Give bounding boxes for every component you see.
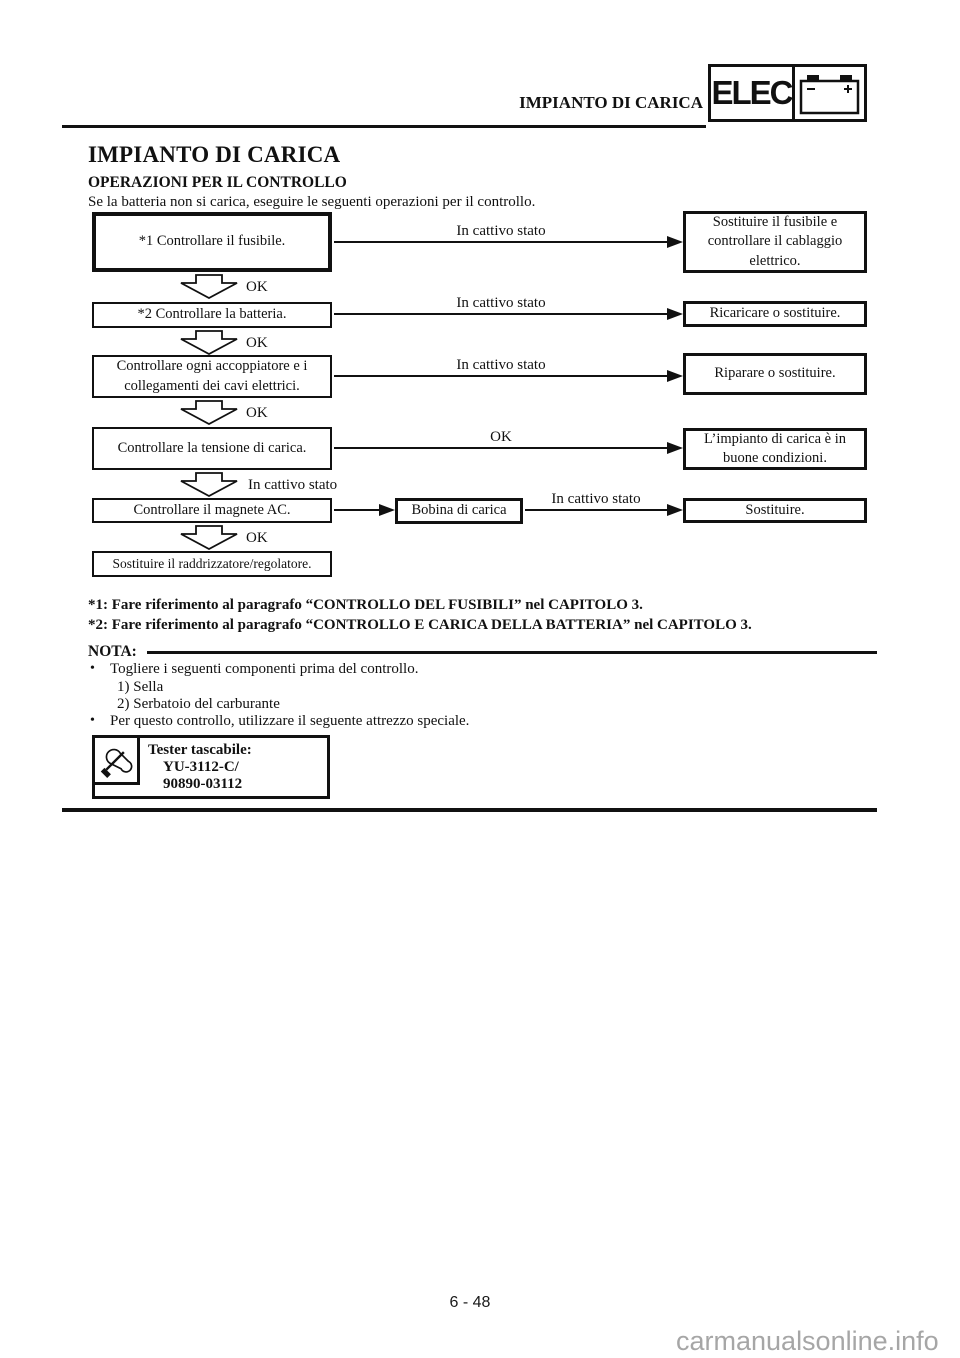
arrow-label-ok: OK xyxy=(246,405,268,421)
footnote-2: *2: Fare riferimento al paragrafo “CONTR… xyxy=(88,617,752,633)
connector-label-bad: In cattivo stato xyxy=(456,295,546,311)
elec-label: ELEC xyxy=(711,67,795,119)
flow-step-check-voltage: Controllare la tensione di carica. xyxy=(92,427,332,470)
flow-step-check-couplers: Controllare ogni accoppiatore e i colleg… xyxy=(92,355,332,398)
flow-result-good-condition: L’impianto di carica è in buone condizio… xyxy=(683,428,867,470)
tool-name: Tester tascabile: xyxy=(148,742,252,758)
down-arrow-icon xyxy=(180,274,238,299)
special-tool-icon xyxy=(95,738,140,785)
connector-line xyxy=(334,447,668,449)
nota-sub-2: 2) Serbatoio del carburante xyxy=(117,696,280,712)
intro-text: Se la batteria non si carica, eseguire l… xyxy=(88,194,536,210)
arrow-label-ok: OK xyxy=(246,279,268,295)
down-arrow-icon xyxy=(180,330,238,355)
connector-line xyxy=(334,375,668,377)
nota-sub-1: 1) Sella xyxy=(117,679,164,695)
arrowhead-right-icon xyxy=(667,370,683,382)
connector-label-ok: OK xyxy=(490,429,512,445)
flow-result-replace-fuse: Sostituire il fusibile e controllare il … xyxy=(683,211,867,273)
flow-step-check-fuse: *1 Controllare il fusibile. xyxy=(92,212,332,272)
flow-result-repair: Riparare o sostituire. xyxy=(683,353,867,395)
connector-label-bad: In cattivo stato xyxy=(456,223,546,239)
arrowhead-right-icon xyxy=(667,308,683,320)
header-rule xyxy=(62,125,706,128)
footnote-1: *1: Fare riferimento al paragrafo “CONTR… xyxy=(88,597,643,613)
chapter-tab: ELEC xyxy=(708,64,867,122)
arrow-label-ok: OK xyxy=(246,335,268,351)
special-tool-text: Tester tascabile: YU-3112-C/ 90890-03112 xyxy=(148,742,252,793)
connector-line xyxy=(334,241,668,243)
flow-step-check-magneto: Controllare il magnete AC. xyxy=(92,498,332,523)
connector-line xyxy=(334,313,668,315)
connector-line xyxy=(525,509,669,511)
special-tool-box: Tester tascabile: YU-3112-C/ 90890-03112 xyxy=(92,735,330,799)
page-title: IMPIANTO DI CARICA xyxy=(88,142,341,167)
tool-number-2: 90890-03112 xyxy=(163,776,243,792)
flow-result-replace: Sostituire. xyxy=(683,498,867,523)
nota-bullet-1-text: Togliere i seguenti componenti prima del… xyxy=(110,661,419,677)
flow-box-charging-coil: Bobina di carica xyxy=(395,498,523,524)
nota-bullet-1: • Togliere i seguenti componenti prima d… xyxy=(90,661,418,678)
arrow-label-ok: OK xyxy=(246,530,268,546)
connector-label-bad: In cattivo stato xyxy=(551,491,641,507)
running-title: IMPIANTO DI CARICA xyxy=(519,93,703,112)
arrowhead-right-icon xyxy=(379,504,395,516)
bullet-icon: • xyxy=(90,713,95,728)
connector-line xyxy=(334,509,381,511)
flow-step-replace-rectifier: Sostituire il raddrizzatore/regolatore. xyxy=(92,551,332,577)
nota-bullet-2-text: Per questo controllo, utilizzare il segu… xyxy=(110,713,470,729)
arrowhead-right-icon xyxy=(667,504,683,516)
nota-bullet-2: • Per questo controllo, utilizzare il se… xyxy=(90,713,469,730)
down-arrow-icon xyxy=(180,525,238,550)
page-number: 6 - 48 xyxy=(449,1294,491,1311)
arrowhead-right-icon xyxy=(667,442,683,454)
bullet-icon: • xyxy=(90,661,95,676)
tool-number-1: YU-3112-C/ xyxy=(163,759,239,775)
flow-step-check-battery: *2 Controllare la batteria. xyxy=(92,302,332,328)
section-subtitle: OPERAZIONI PER IL CONTROLLO xyxy=(88,174,347,191)
flow-result-recharge: Ricaricare o sostituire. xyxy=(683,301,867,327)
down-arrow-icon xyxy=(180,472,238,497)
nota-label: NOTA: xyxy=(88,643,137,660)
watermark: carmanualsonline.info xyxy=(676,1326,939,1356)
connector-label-bad: In cattivo stato xyxy=(456,357,546,373)
arrow-label-bad: In cattivo stato xyxy=(248,477,338,493)
nota-rule xyxy=(147,651,877,654)
section-divider xyxy=(62,808,877,812)
battery-icon xyxy=(795,67,864,119)
arrowhead-right-icon xyxy=(667,236,683,248)
down-arrow-icon xyxy=(180,400,238,425)
